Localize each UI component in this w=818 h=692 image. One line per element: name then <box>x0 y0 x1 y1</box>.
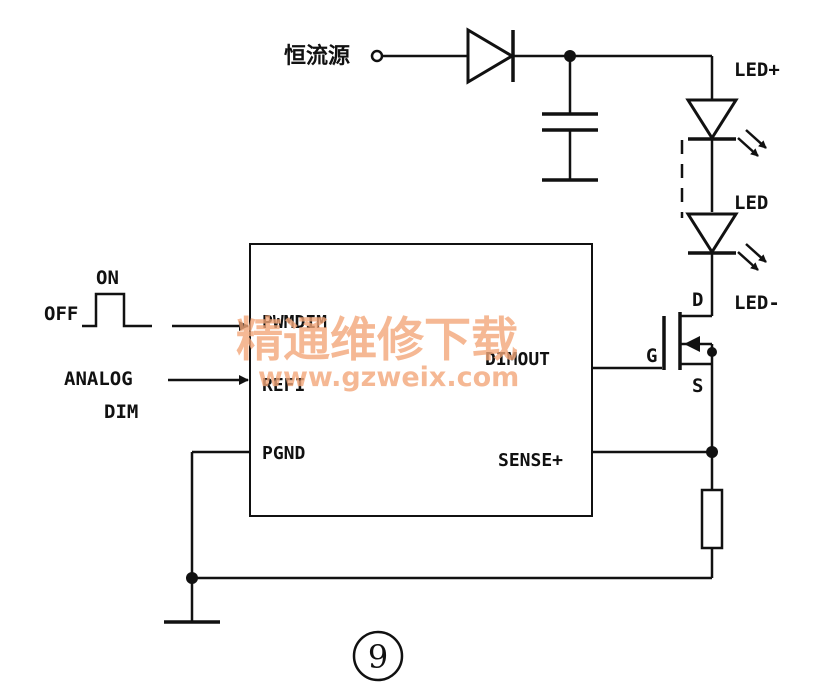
led-top <box>685 98 767 157</box>
source-label: 恒流源 <box>284 43 350 69</box>
led-minus-label: LED- <box>734 292 780 314</box>
filter-capacitor <box>542 56 598 182</box>
pin-pwmdim: PWMDIM <box>262 312 327 333</box>
led-bottom <box>685 212 767 271</box>
pin-sense: SENSE+ <box>498 450 563 471</box>
figure-number: 9 <box>368 638 388 676</box>
pwm-on-label: ON <box>96 267 119 289</box>
mosfet <box>662 312 717 370</box>
figure-number-circle <box>352 630 404 682</box>
sense-resistor <box>700 488 724 550</box>
led-plus-label: LED+ <box>734 59 780 81</box>
pin-pgnd: PGND <box>262 443 306 464</box>
watermark-chinese: 精通维修下载 <box>236 313 518 368</box>
ground-junction-dot <box>186 572 198 584</box>
led-label: LED <box>734 192 768 214</box>
pin-refi: REFI <box>262 375 305 396</box>
pwm-off-label: OFF <box>44 303 78 325</box>
dim-label: DIM <box>104 401 138 423</box>
pin-dimout: DIMOUT <box>485 349 550 370</box>
controller-chip <box>249 243 593 517</box>
sense-junction-dot <box>706 446 718 458</box>
source-terminal <box>370 49 384 63</box>
series-diode <box>466 27 515 85</box>
mosfet-source-label: S <box>692 375 703 397</box>
analog-label: ANALOG <box>64 368 133 390</box>
pwm-pulse-waveform <box>82 292 152 328</box>
watermark-url: www.gzweix.com <box>258 362 519 393</box>
mosfet-drain-label: D <box>692 289 703 311</box>
mosfet-gate-label: G <box>646 345 657 367</box>
